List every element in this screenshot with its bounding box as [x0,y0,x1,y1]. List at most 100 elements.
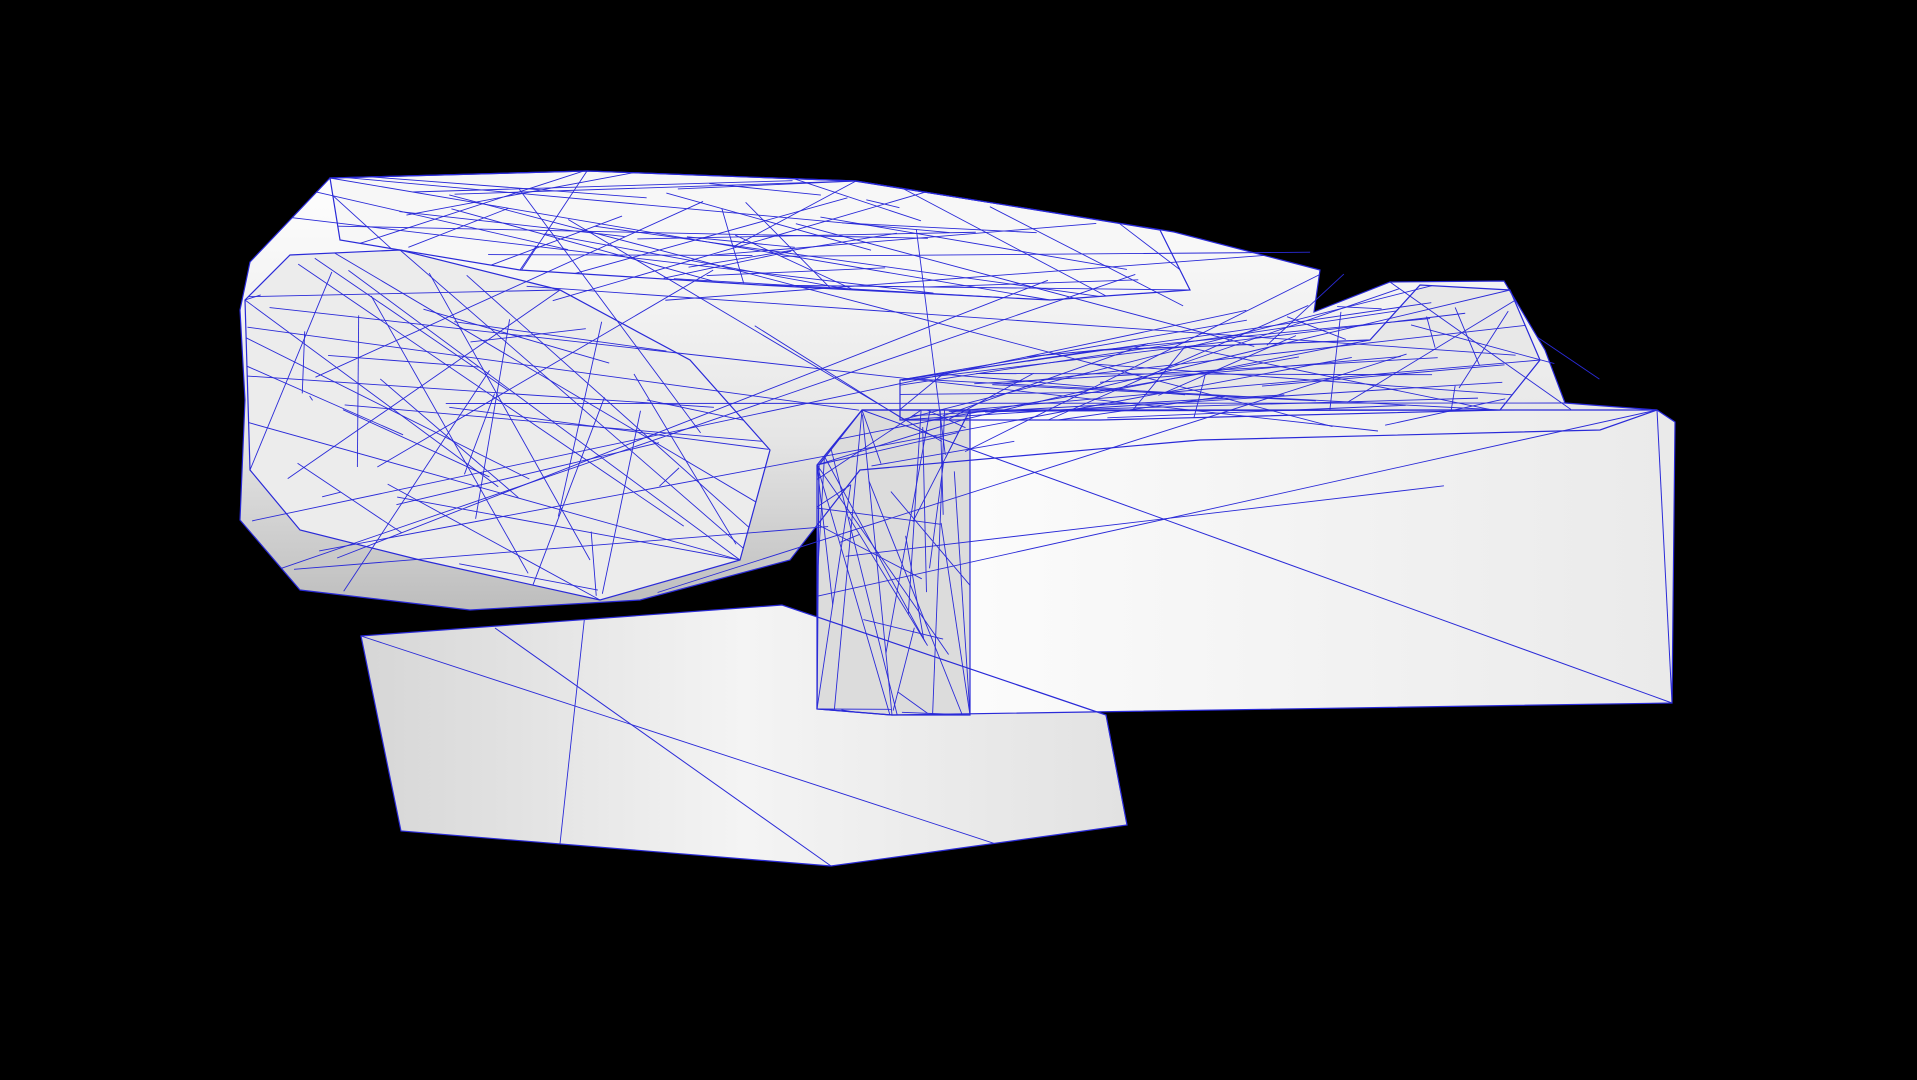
wire-edge [519,246,537,271]
wire-edge [370,176,647,199]
wire-edge [1266,273,1345,346]
wire-edge [249,271,333,471]
wire-edge [396,442,660,506]
wire-edge [686,236,795,248]
wire-edge [293,526,829,570]
wire-edge [912,394,1285,417]
wire-edge [567,219,942,442]
wire-edge [412,180,793,193]
wire-edge [451,208,713,282]
wire-edge [428,272,591,561]
wire-edge [1132,345,1187,411]
wire-edge [1158,335,1297,396]
wire-edge [1099,356,1401,383]
wire-edge [454,321,667,352]
wire-edge [475,319,511,519]
wire-edge [344,404,763,442]
wire-edge [287,289,561,480]
wire-edge [848,516,928,646]
wire-edge [1105,714,1128,826]
wire-edge [544,233,851,291]
wire-edge [966,289,1511,420]
wire-edge [1537,336,1600,380]
wire-edge [706,267,886,277]
wire-edge [899,310,1397,386]
wire-edge [454,180,857,195]
wire-edge [1058,395,1225,421]
wire-edge [1347,300,1515,403]
wire-edge [816,455,825,585]
wire-edge [795,223,1255,347]
wire-outline [244,249,771,601]
wire-edge [329,177,1051,301]
wire-edge [1450,385,1456,412]
wire-edge [928,279,1139,288]
wire-edge [939,409,944,515]
wire-edge [861,409,1673,704]
wire-edge [319,356,1352,552]
wire-edge [863,619,944,640]
wire-edge [328,354,480,368]
wire-edge [816,484,852,709]
wire-edge [932,409,946,714]
wire-edge [899,319,1247,381]
wire-edge [247,375,714,408]
wire-edge [1099,339,1371,394]
wire-edge [488,254,753,256]
wire-edge [399,249,744,549]
wire-edge [337,225,928,239]
wire-edge [1286,316,1346,340]
wire-edge [601,410,641,594]
top-cover [330,171,1190,300]
wire-edge [316,191,569,251]
left-pod [245,250,770,600]
wire-edge [868,480,963,716]
wire-edge [377,269,714,468]
wire-edge [322,491,342,498]
wire-edge [793,178,922,222]
wire-edge [248,422,741,561]
wire-edge [633,373,737,545]
wire-edge [666,192,872,251]
wire-edge [370,295,529,574]
wire-edge [309,395,313,401]
wire-edge [948,409,1522,412]
wire-edge [861,409,882,464]
right-intake [900,285,1540,420]
wire-edge [854,180,999,205]
wire-edge [360,635,995,844]
wire-edge [1426,316,1436,348]
wire-edge [929,461,945,569]
wire-edge [845,485,1444,557]
wire-edge [590,531,597,596]
wire-edge [470,328,586,343]
wire-edge [356,315,360,467]
wire-edge [901,711,971,716]
wire-edge [334,252,757,503]
wire-edge [343,370,490,592]
wire-edge [837,416,953,440]
wire-edge [1090,363,1513,396]
wire-edge [992,384,1316,402]
wire-edge [445,402,1566,404]
wire-edge [890,491,971,586]
wire-edge [490,215,623,266]
wire-edge [816,464,834,605]
wire-edge [248,289,561,298]
wire-edge [735,234,854,291]
wire-edge [646,399,744,421]
wire-edge [950,359,1541,412]
wire-edge [665,255,1265,301]
wire-edge [466,274,750,528]
wire-edge [818,417,969,465]
wire-edge [247,326,860,411]
wire-edge [387,483,601,601]
wire-edge [1458,310,1509,389]
wire-edge [733,180,857,247]
wire-edge [521,170,588,271]
wire-edge [494,627,832,867]
wire-edge [899,381,1503,421]
wire-edge [781,251,1311,257]
wire-edge [301,331,306,394]
